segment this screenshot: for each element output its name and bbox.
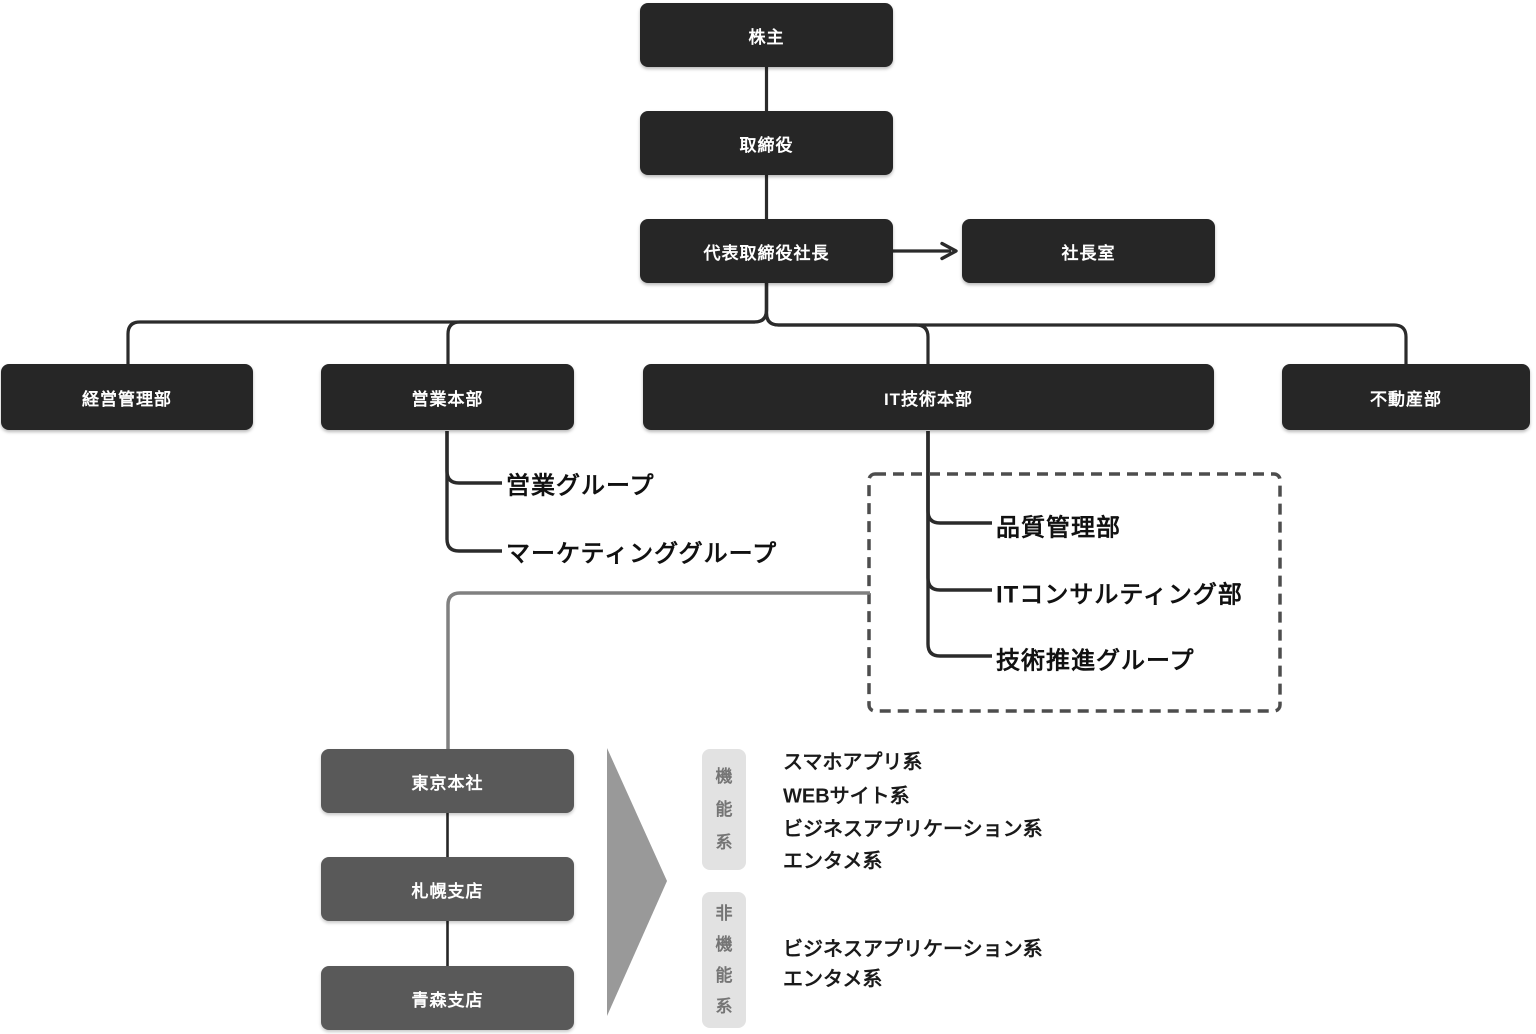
category-item-nf-entertainment: エンタメ系 [783,968,883,991]
link-president-sales [446,283,769,364]
category-item-business-app: ビジネスアプリケーション系 [783,818,1043,841]
node-dept-admin: 経営管理部 [1,364,253,430]
label-it-consulting-dept: ITコンサルティング部 [996,581,1243,609]
big-arrow-triangle [607,748,667,1016]
node-dept-realestate: 不動産部 [1282,364,1530,430]
node-dept-sales: 営業本部 [321,364,574,430]
pill-non-functional: 非機能系 [702,892,746,1028]
category-item-nf-business-app: ビジネスアプリケーション系 [783,938,1043,961]
category-item-entertainment: エンタメ系 [783,850,883,873]
node-president-office: 社長室 [962,219,1215,283]
node-aomori-branch: 青森支店 [321,966,574,1030]
node-tokyo-hq: 東京本社 [321,749,574,813]
link-sales-group-1 [445,431,502,553]
arrow-president-office-head [940,241,958,261]
link-it-group-2 [926,431,992,658]
pill-functional-label: 機能系 [715,767,733,852]
node-shareholders: 株主 [640,3,893,67]
label-tech-promotion-group: 技術推進グループ [996,647,1195,675]
label-marketing-group: マーケティンググループ [506,540,778,568]
link-itframe-tokyo [446,591,870,749]
category-item-smartphone-app: スマホアプリ系 [783,751,923,774]
category-item-website: WEBサイト系 [783,785,910,808]
it-groups-dashed-frame [867,472,1282,713]
pill-functional: 機能系 [702,749,746,870]
link-sales-group-0 [445,431,502,485]
label-quality-dept: 品質管理部 [996,514,1121,542]
link-it-group-1 [926,431,992,592]
node-president: 代表取締役社長 [640,219,893,283]
link-president-realestate [764,283,1408,364]
pill-non-functional-label: 非機能系 [715,904,733,1016]
node-board-of-directors: 取締役 [640,111,893,175]
link-it-group-0 [926,431,992,525]
label-sales-group: 営業グループ [506,472,655,500]
node-sapporo-branch: 札幌支店 [321,857,574,921]
node-dept-it: IT技術本部 [643,364,1214,430]
